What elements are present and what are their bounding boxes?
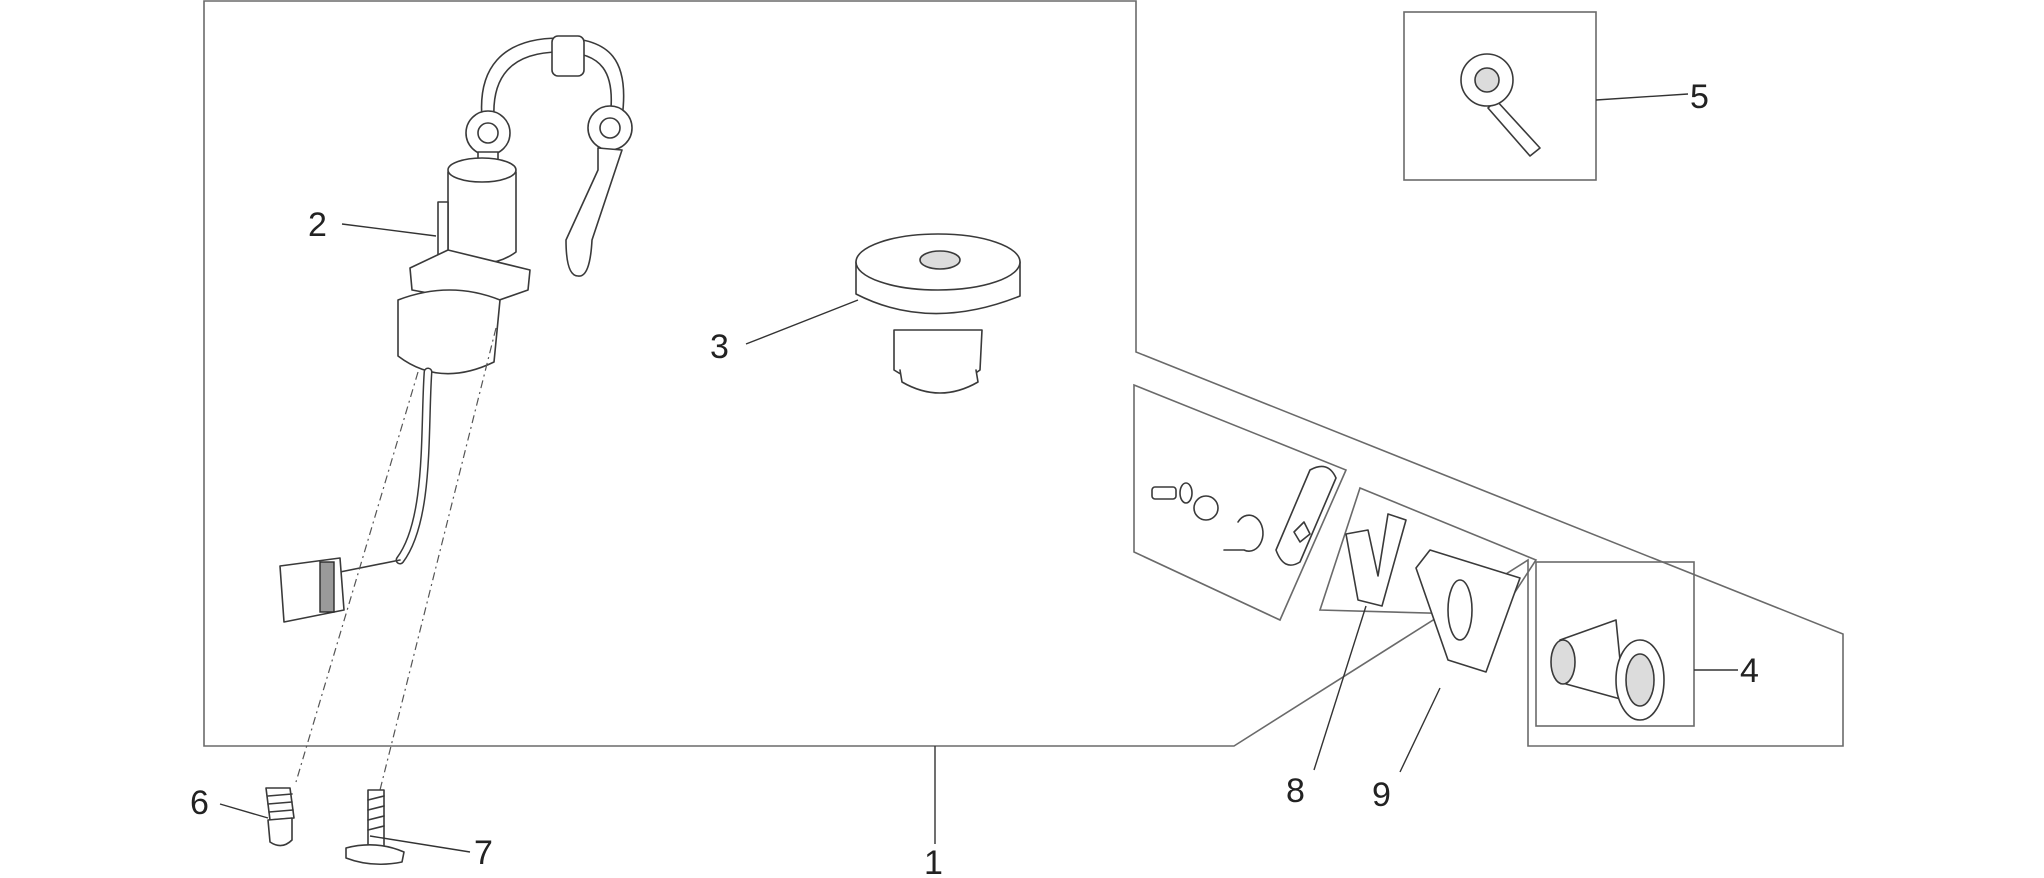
callout-7: 7 <box>474 834 493 872</box>
leader-9 <box>1399 687 1441 773</box>
leader-2 <box>341 223 437 237</box>
callout-4: 4 <box>1740 652 1759 690</box>
leader-5 <box>1595 93 1689 101</box>
lock-hardware-part <box>1151 465 1337 566</box>
callout-5: 5 <box>1690 78 1709 116</box>
spring-part-6 <box>265 787 295 847</box>
callout-2: 2 <box>308 206 327 244</box>
lock-cylinder-part <box>1550 619 1665 721</box>
callout-3: 3 <box>710 328 729 366</box>
key-frame <box>1403 11 1597 181</box>
lock-subassembly-frame <box>1133 383 1348 622</box>
screw-part-7 <box>345 789 405 866</box>
leader-6 <box>219 803 269 819</box>
bracket-part-8 <box>1345 513 1407 607</box>
leader-7 <box>369 835 471 853</box>
leader-3 <box>745 299 859 345</box>
callout-8: 8 <box>1286 772 1305 810</box>
fuel-cap-part <box>855 233 1021 394</box>
ignition-switch-part <box>279 35 633 791</box>
callout-9: 9 <box>1372 776 1391 814</box>
leader-8 <box>1313 605 1367 771</box>
callout-1: 1 <box>924 844 943 878</box>
key-part <box>1460 53 1541 157</box>
plate-part-9 <box>1415 549 1521 673</box>
main-assembly-frame <box>203 0 1844 747</box>
callout-6: 6 <box>190 784 209 822</box>
lock-cylinder-frame <box>1535 561 1695 727</box>
